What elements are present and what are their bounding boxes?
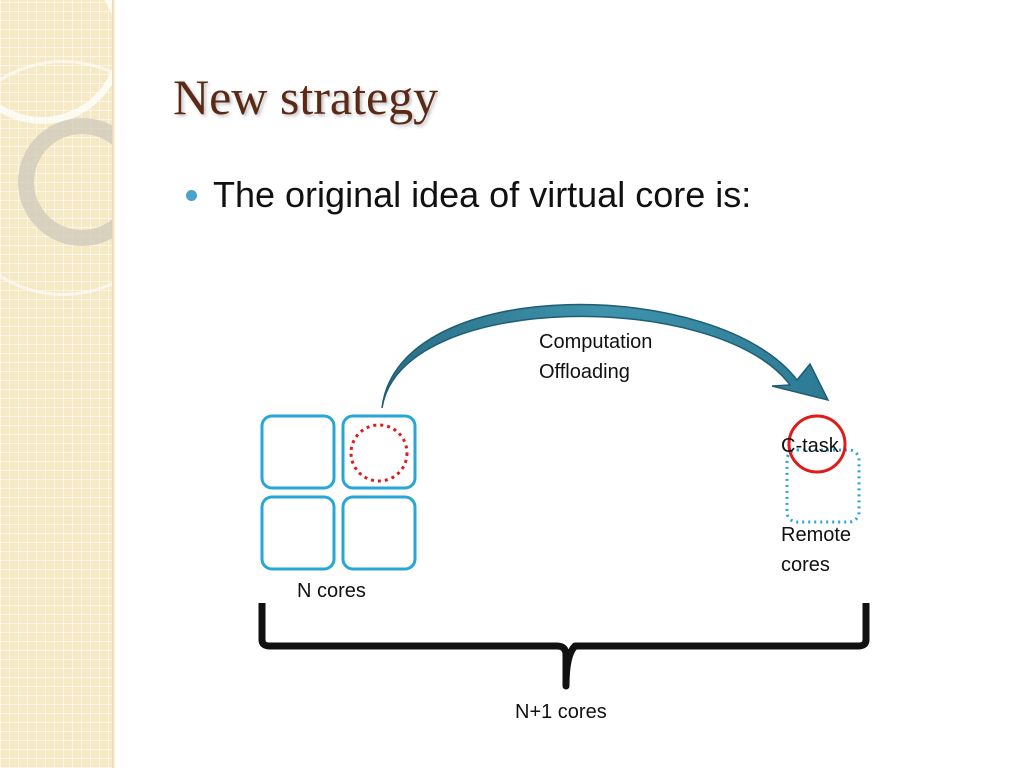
decorative-ring <box>0 0 112 124</box>
remote-cores-label-line: cores <box>781 554 830 576</box>
core-box <box>341 414 417 490</box>
remote-cores-label: Remote cores <box>781 520 851 580</box>
offload-arrow <box>381 303 830 409</box>
n-plus-one-brace <box>258 603 870 690</box>
bullet-item: The original idea of virtual core is: <box>186 174 751 216</box>
ctask-circle <box>787 414 847 474</box>
offloading-label-line: Offloading <box>539 361 630 383</box>
n-plus-one-cores-label: N+1 cores <box>515 701 607 723</box>
remote-cores-label-line: Remote <box>781 524 852 546</box>
core-box <box>260 414 336 490</box>
local-task-circle <box>349 423 409 483</box>
ctask-label: C-task <box>781 435 839 457</box>
bullet-dot-icon <box>186 189 197 201</box>
core-box <box>341 495 417 571</box>
remote-core-box <box>785 448 861 524</box>
bullet-text: The original idea of virtual core is: <box>213 174 752 215</box>
core-box <box>260 495 336 571</box>
decorative-sidebar <box>0 0 112 768</box>
sidebar-edge <box>112 0 115 768</box>
offloading-label-line: Computation <box>539 331 653 353</box>
n-cores-label: N cores <box>297 580 366 602</box>
slide-title: New strategy <box>173 69 439 125</box>
offloading-label: Computation Offloading <box>539 327 652 387</box>
